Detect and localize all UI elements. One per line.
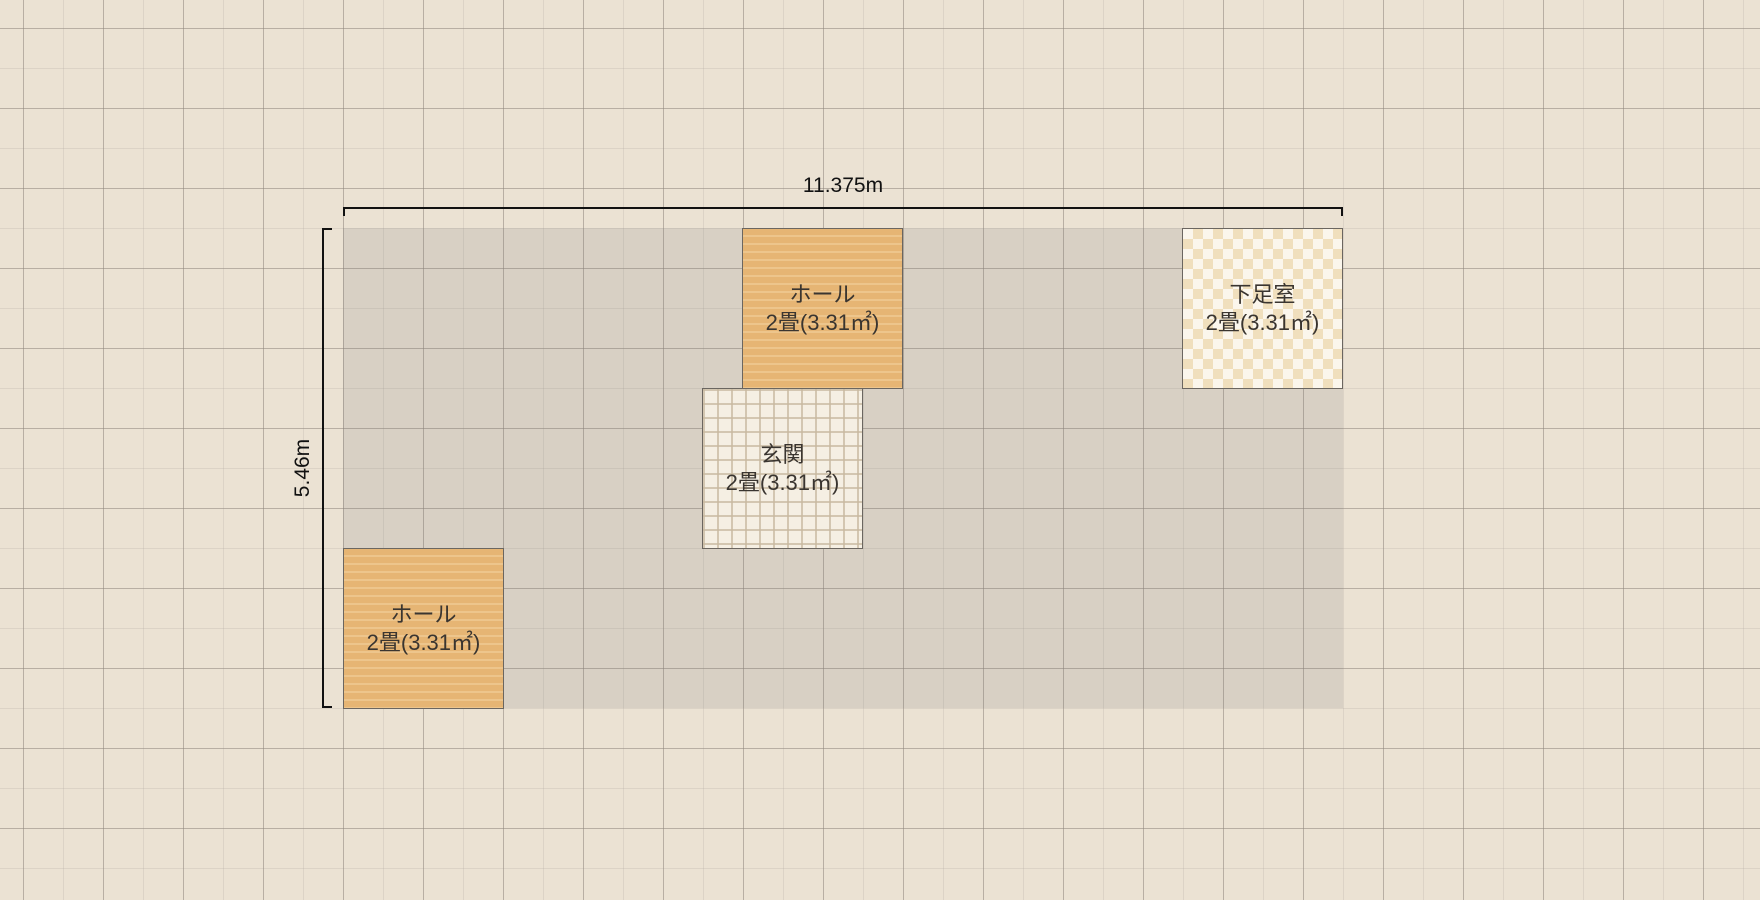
width-dimension-line — [343, 207, 1343, 216]
room-area: 2畳(3.31㎡) — [765, 309, 880, 335]
room-shoe-storage[interactable]: 下足室 2畳(3.31㎡) — [1182, 228, 1343, 389]
room-name: 玄関 — [760, 441, 805, 467]
room-area: 2畳(3.31㎡) — [1205, 309, 1320, 335]
room-area: 2畳(3.31㎡) — [366, 629, 481, 655]
room-area: 2畳(3.31㎡) — [725, 469, 840, 495]
room-entrance[interactable]: 玄関 2畳(3.31㎡) — [702, 388, 863, 549]
width-dimension-label: 11.375m — [802, 174, 884, 197]
height-dimension-label: 5.46m — [291, 438, 314, 498]
room-name: 下足室 — [1229, 281, 1296, 307]
room-name: ホール — [789, 281, 856, 307]
room-hall-bottom[interactable]: ホール 2畳(3.31㎡) — [343, 548, 504, 709]
room-name: ホール — [390, 601, 457, 627]
room-hall-top[interactable]: ホール 2畳(3.31㎡) — [742, 228, 903, 389]
height-dimension-line — [322, 228, 332, 708]
